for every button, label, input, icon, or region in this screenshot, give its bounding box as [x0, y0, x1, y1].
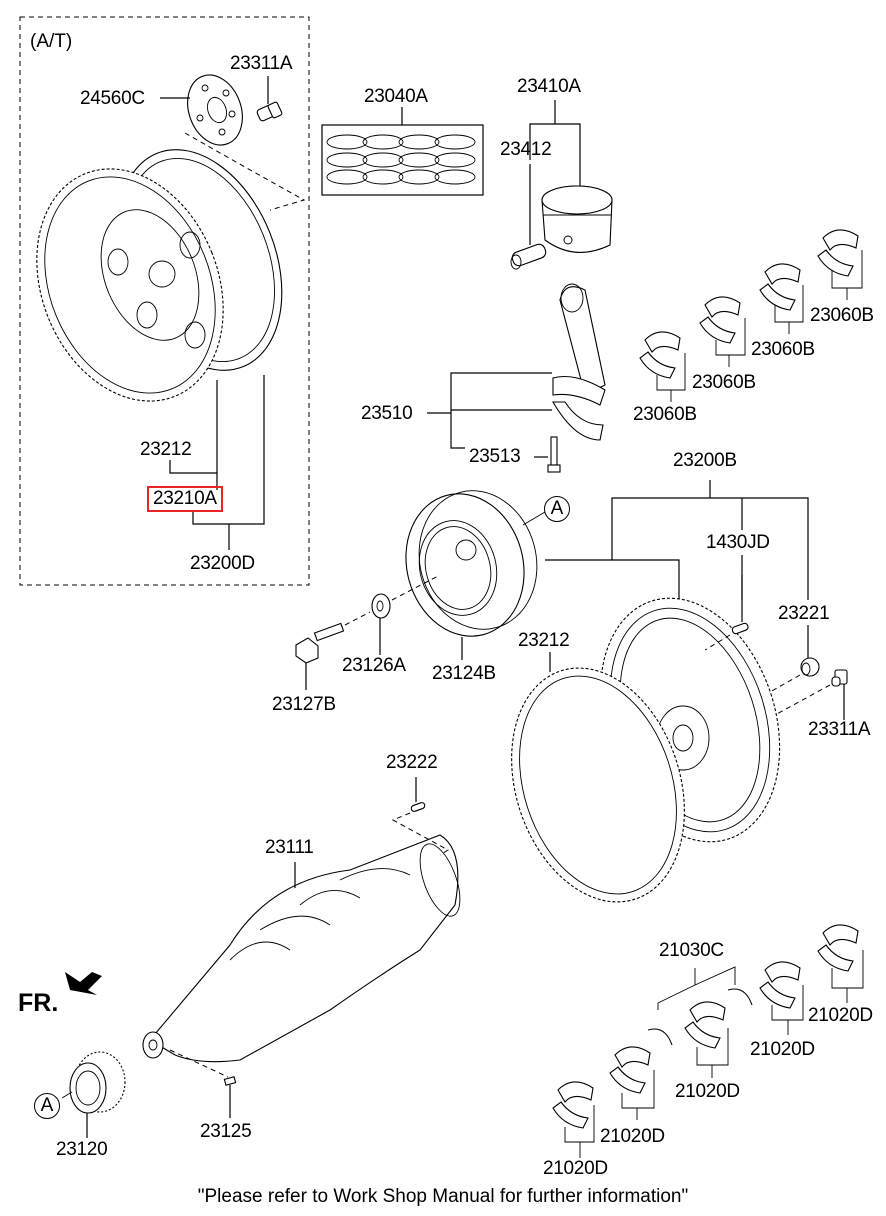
ring-gear-23212[interactable]	[483, 646, 713, 925]
bolt-23127b[interactable]	[295, 622, 345, 664]
flywheel-at-assembly[interactable]	[3, 125, 312, 429]
callout-a-pulley: A	[544, 496, 570, 522]
piston-pin-23412[interactable]	[510, 243, 548, 270]
thrust-washers-21030c[interactable]	[647, 988, 753, 1046]
part-label-23212-at[interactable]: 23212	[140, 439, 192, 460]
piston-rings-23040a[interactable]	[326, 134, 476, 185]
part-label-21020d-5[interactable]: 21020D	[808, 1005, 873, 1026]
rod-bolt-23513[interactable]	[547, 436, 561, 473]
part-label-23111[interactable]: 23111	[265, 837, 314, 858]
washer-23126a[interactable]	[371, 593, 391, 619]
part-label-23212-right[interactable]: 23212	[518, 630, 570, 651]
part-label-23311a-right[interactable]: 23311A	[808, 719, 871, 740]
part-label-23221[interactable]: 23221	[778, 603, 830, 624]
part-label-23126a[interactable]: 23126A	[342, 655, 406, 676]
front-direction-label: FR.	[18, 989, 59, 1017]
part-label-23060b-3[interactable]: 23060B	[751, 339, 815, 360]
part-label-23060b-2[interactable]: 23060B	[692, 372, 756, 393]
callout-a-sprocket: A	[34, 1093, 60, 1119]
bolt-23311a-right[interactable]	[831, 669, 848, 687]
part-label-21020d-2[interactable]: 21020D	[600, 1126, 665, 1147]
connecting-rod-23510[interactable]	[552, 283, 606, 441]
part-label-1430jd[interactable]: 1430JD	[706, 532, 770, 553]
part-label-23124b[interactable]: 23124B	[432, 663, 496, 684]
bolt-23311a-top[interactable]	[256, 101, 283, 122]
pilot-bearing-23221[interactable]	[800, 657, 820, 677]
crankshaft-23111[interactable]	[142, 834, 468, 1063]
part-label-21020d-4[interactable]: 21020D	[750, 1039, 815, 1060]
at-section-label: (A/T)	[30, 31, 73, 52]
part-label-23060b-4[interactable]: 23060B	[810, 305, 874, 326]
damper-pulley-23124b[interactable]	[390, 477, 552, 649]
con-rod-bearings-23060b[interactable]	[639, 229, 863, 391]
dowel-pin-1430jd[interactable]	[731, 622, 749, 635]
part-label-21020d-1[interactable]: 21020D	[543, 1158, 608, 1179]
part-label-23040a[interactable]: 23040A	[364, 86, 428, 107]
part-label-23410a[interactable]: 23410A	[517, 76, 581, 97]
part-label-23125[interactable]: 23125	[200, 1121, 252, 1142]
part-label-23513[interactable]: 23513	[469, 446, 521, 467]
piston-23410a[interactable]	[541, 185, 613, 253]
at-section-box	[19, 16, 310, 586]
part-label-21030c[interactable]: 21030C	[659, 940, 724, 961]
part-label-23412[interactable]: 23412	[500, 139, 552, 160]
key-23125[interactable]	[223, 1076, 237, 1086]
part-label-21020d-3[interactable]: 21020D	[675, 1081, 740, 1102]
part-label-23510[interactable]: 23510	[361, 403, 413, 424]
part-label-23311a-top[interactable]: 23311A	[230, 53, 293, 74]
crank-sprocket-23120[interactable]	[69, 1051, 126, 1114]
part-label-23127b[interactable]: 23127B	[272, 694, 336, 715]
part-label-23200d[interactable]: 23200D	[190, 553, 255, 574]
part-label-23060b-1[interactable]: 23060B	[633, 404, 697, 425]
part-label-23200b[interactable]: 23200B	[673, 450, 737, 471]
part-label-24560c[interactable]: 24560C	[80, 88, 145, 109]
dowel-23222[interactable]	[410, 802, 426, 812]
part-label-23222[interactable]: 23222	[386, 752, 438, 773]
part-label-23210a-highlighted[interactable]: 23210A	[147, 486, 223, 512]
part-label-23120[interactable]: 23120	[56, 1139, 108, 1160]
drive-plate-24560c[interactable]	[178, 67, 251, 152]
main-bearings-21020d[interactable]	[552, 924, 864, 1143]
footer-note: "Please refer to Work Shop Manual for fu…	[197, 1186, 689, 1207]
front-direction-arrow-icon	[65, 972, 102, 995]
